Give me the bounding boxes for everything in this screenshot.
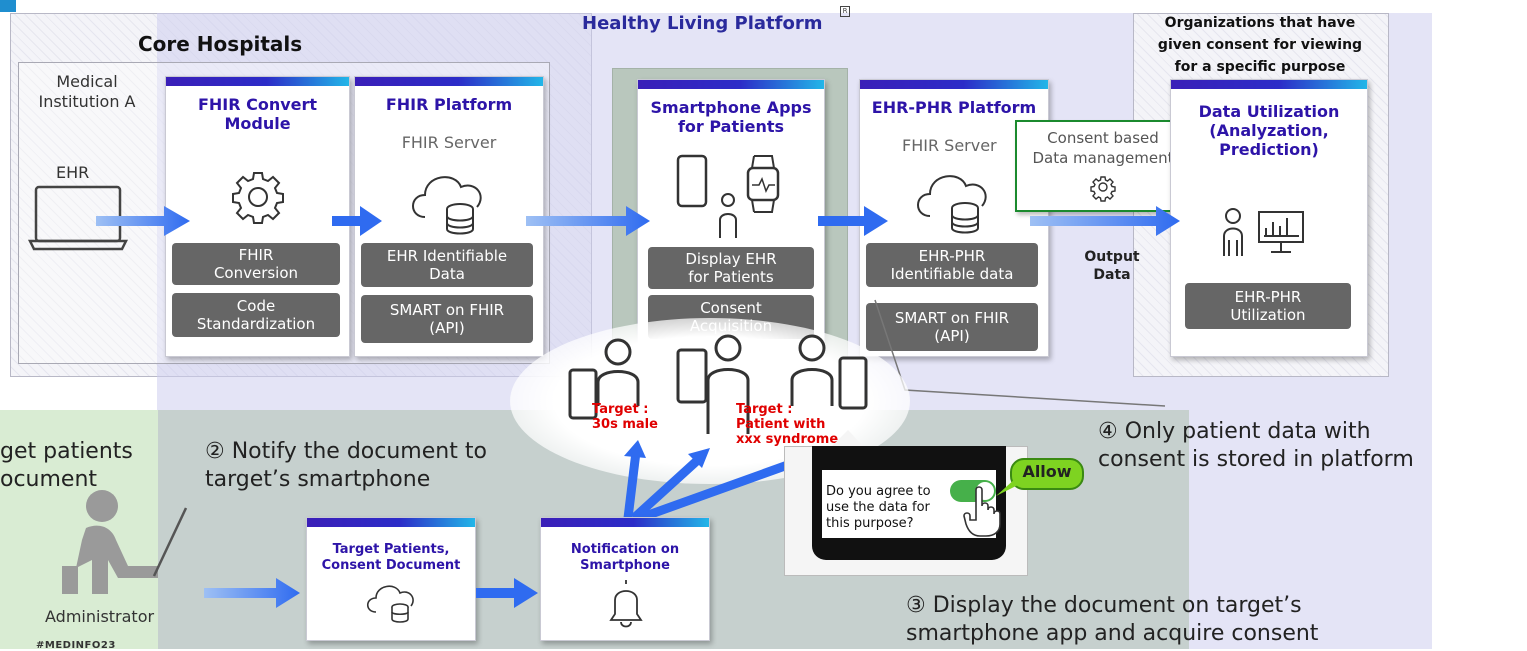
step3-text: ③ Display the document on target’s smart…: [906, 593, 1319, 646]
ehr-phr-utilization-pill: EHR-PHR Utilization: [1185, 283, 1351, 329]
step1-text: get patients ocument: [0, 439, 133, 492]
ehr-phr-identifiable-pill: EHR-PHR Identifiable data: [866, 243, 1038, 287]
analyst-chart-icon: [1223, 208, 1304, 256]
ehr-label: EHR: [56, 163, 90, 182]
gear-icon: [1090, 176, 1116, 202]
data-utilization-title: Data Utilization (Analyzation, Predictio…: [1198, 102, 1340, 159]
target-patients-card: Target Patients, Consent Document: [306, 517, 476, 641]
allow-label: Allow: [1022, 462, 1072, 481]
step4-text: ④ Only patient data with consent is stor…: [1098, 419, 1414, 472]
consent-question: Do you agree to use the data for this pu…: [826, 484, 931, 531]
platform-title: Healthy Living Platform: [582, 13, 823, 34]
smart-on-fhir-pill-2: SMART on FHIR (API): [866, 303, 1038, 351]
phone-watch-person-icon: [676, 154, 780, 238]
corner-marker: [0, 0, 16, 12]
fhir-conversion-pill: FHIR Conversion: [172, 243, 340, 285]
data-utilization-card: Data Utilization (Analyzation, Predictio…: [1170, 79, 1368, 357]
laptop-icon: [27, 185, 129, 251]
cloud-database-icon: [412, 176, 482, 235]
output-data-label: Output Data: [1084, 249, 1140, 283]
cloud-database-icon: [917, 175, 987, 234]
fhir-server-label: FHIR Server: [401, 133, 497, 152]
arrow-output-data: [1030, 206, 1180, 236]
fhir-convert-card: FHIR Convert Module FHIR Conversion Code…: [165, 76, 350, 357]
hand-pointer-icon: [963, 486, 1001, 537]
arrow-convert-to-platform: [332, 206, 382, 236]
consent-management-box: Consent based Data management: [1015, 120, 1191, 212]
ehr-identifiable-pill: EHR Identifiable Data: [361, 243, 533, 287]
consent-management-label: Consent based Data management: [1032, 129, 1174, 167]
smartphone-apps-card: Smartphone Apps for Patients Display EHR…: [637, 79, 825, 357]
allow-bubble: [1010, 458, 1084, 490]
footer-mark: #MEDINFO23: [36, 640, 116, 651]
allow-bubble-tail: [996, 478, 1020, 496]
target-2-label: Target : Patient with xxx syndrome: [736, 402, 839, 447]
smart-on-fhir-pill: SMART on FHIR (API): [361, 295, 533, 343]
arrow-ehr-to-convert: [96, 206, 190, 236]
gear-icon: [232, 172, 284, 224]
fhir-platform-card: FHIR Platform FHIR Server EHR Identifiab…: [354, 76, 544, 357]
notification-card: Notification on Smartphone: [540, 517, 710, 641]
administrator-label: Administrator: [45, 607, 155, 626]
arrow-target-to-notification: [476, 578, 538, 608]
card-header-bar: [1171, 80, 1367, 89]
code-standardization-pill: Code Standardization: [172, 293, 340, 337]
ehr-phr-server-label: FHIR Server: [902, 136, 997, 155]
institution-label: Medical Institution A: [38, 72, 136, 111]
card-header-bar: [860, 80, 1048, 89]
step4-connector: [874, 299, 1166, 407]
fhir-platform-title: FHIR Platform: [385, 95, 513, 114]
card-header-bar: [541, 518, 709, 527]
step2-text: ② Notify the document to target’s smartp…: [205, 439, 487, 492]
administrator-icon: [62, 490, 188, 594]
target-1-label: Target : 30s male: [592, 402, 658, 432]
fhir-convert-title: FHIR Convert Module: [197, 95, 318, 133]
registered-mark: R: [840, 6, 850, 17]
cloud-database-icon: [366, 585, 414, 623]
arrow-apps-to-ehr-phr: [818, 206, 888, 236]
card-header-bar: [355, 77, 543, 86]
ehr-phr-platform-title: EHR-PHR Platform: [871, 98, 1037, 117]
organizations-heading: Organizations that have given consent fo…: [1157, 15, 1363, 75]
card-header-bar: [166, 77, 349, 86]
core-hospitals-title: Core Hospitals: [138, 32, 303, 56]
notification-title: Notification on Smartphone: [570, 542, 680, 573]
card-header-bar: [638, 80, 824, 89]
bell-icon: [609, 580, 643, 628]
patient-group-icon: [568, 334, 868, 434]
display-ehr-pill: Display EHR for Patients: [648, 247, 814, 289]
admin-region: [0, 410, 158, 649]
ehr-phr-platform-card: EHR-PHR Platform FHIR Server EHR-PHR Ide…: [859, 79, 1049, 357]
target-patients-title: Target Patients, Consent Document: [321, 542, 461, 573]
arrow-admin-to-target: [204, 578, 300, 608]
smartphone-apps-title: Smartphone Apps for Patients: [650, 98, 812, 136]
card-header-bar: [307, 518, 475, 527]
arrow-platform-to-apps: [526, 206, 650, 236]
